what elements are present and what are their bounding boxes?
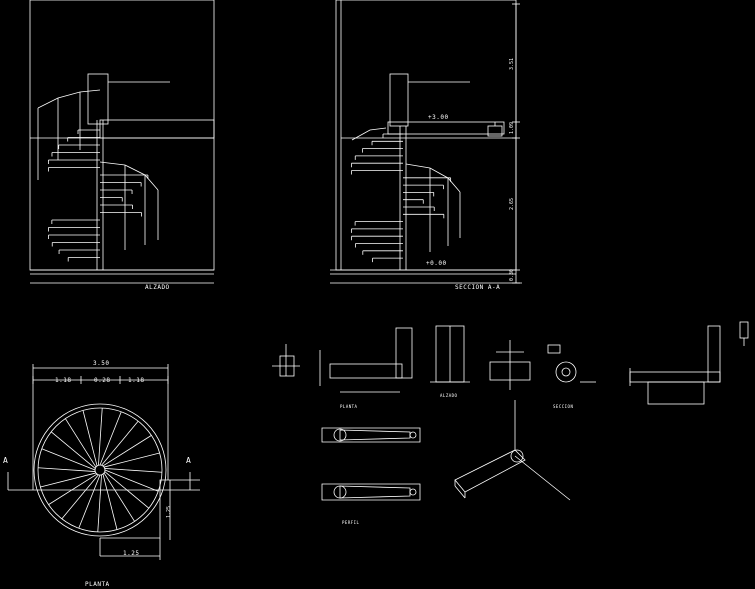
detail-label-3: SECCION	[553, 404, 574, 409]
stair-line	[50, 431, 96, 469]
plan-view	[7, 364, 200, 560]
plan-dim-overall: 3.50	[93, 360, 110, 367]
detail-label-2: ALZADO	[440, 393, 458, 398]
plan-title: PLANTA	[85, 581, 110, 588]
section-mark-right: A	[186, 456, 192, 465]
stair-line	[40, 472, 97, 488]
section-dim-lower: 2.65	[509, 197, 515, 210]
section-dim-top: 3.51	[509, 57, 515, 70]
elevation-view	[29, 0, 215, 284]
plan-dim-right: 1.18	[128, 377, 145, 384]
stair-line	[48, 473, 98, 505]
section-level-lower: +0.00	[426, 260, 447, 267]
stair-line	[65, 418, 97, 468]
stair-line	[78, 474, 101, 529]
stair-line	[104, 469, 159, 492]
plan-dim-vertical: 1.25	[166, 505, 172, 518]
stair-line	[97, 474, 102, 532]
detail-label-1: PLANTA	[340, 404, 358, 409]
plan-dim-left: 1.18	[55, 377, 72, 384]
stair-line	[102, 473, 118, 530]
stair-line	[38, 467, 96, 472]
plan-dim-middle: 0.28	[94, 377, 111, 384]
stair-line	[99, 411, 122, 466]
stair-line	[82, 410, 98, 467]
section-dim-middle: 1.09	[509, 121, 515, 134]
section-dim-bottom: 0.30	[509, 268, 515, 281]
elevation-title: ALZADO	[145, 284, 170, 291]
section-level-upper: +3.00	[428, 114, 449, 121]
stair-line	[103, 452, 160, 468]
stair-line	[98, 408, 103, 466]
section-view	[330, 0, 522, 284]
section-mark-left: A	[3, 456, 9, 465]
detail-views	[272, 321, 749, 501]
stair-line	[104, 468, 162, 473]
stair-line	[61, 474, 99, 520]
stair-line	[102, 435, 152, 467]
stair-line	[41, 448, 96, 471]
detail-label-4: PERFIL	[342, 520, 360, 525]
plan-dim-bottom: 1.25	[123, 550, 140, 557]
stair-line	[101, 420, 139, 466]
stair-line	[103, 472, 135, 522]
section-title: SECCION A-A	[455, 284, 501, 291]
